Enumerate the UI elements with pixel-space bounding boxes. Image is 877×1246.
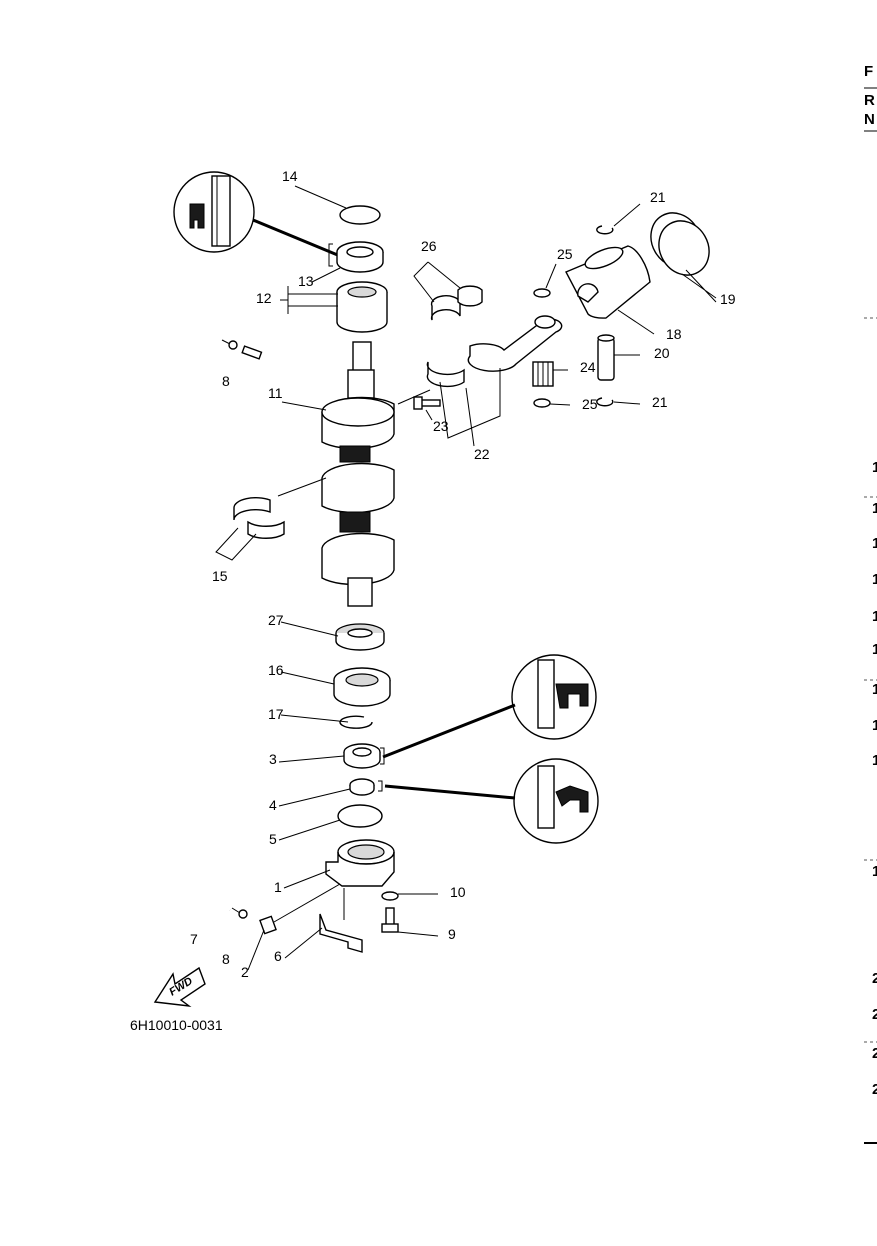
washer-part-10 — [381, 891, 438, 901]
callout-number: 2 — [241, 964, 249, 980]
piston-pin-clip-part-21-top — [596, 203, 641, 235]
edge-text-fragment: 2 — [872, 1006, 877, 1023]
edge-text-fragment: R — [864, 92, 875, 109]
callout-number: 7 — [190, 931, 198, 947]
callout-number: 9 — [448, 926, 456, 942]
callout-number: 14 — [282, 168, 298, 184]
o-ring-part-5 — [278, 804, 383, 841]
callout-number: 20 — [654, 345, 670, 361]
pin-icon — [241, 345, 263, 360]
oil-seal-part-4 — [278, 778, 383, 807]
edge-text-fragment: 1 — [872, 500, 877, 517]
bolt-part-9 — [381, 907, 439, 937]
callout-number: 11 — [268, 385, 283, 401]
page-edge-text: FRN 1 1 1 1 1 1 1 1 1 1 2 2 2 2 — [864, 63, 877, 1098]
washer-part-25-bottom — [533, 398, 571, 408]
diagram-reference-code: 6H10010-0031 — [130, 1017, 223, 1033]
callout-number: 8 — [222, 951, 230, 967]
callout-number: 21 — [652, 394, 668, 410]
edge-text-fragment: 1 — [872, 571, 877, 588]
callout-number: 6 — [274, 948, 282, 964]
piston-rings-part-19 — [650, 212, 717, 303]
fwd-arrow-icon: FWD — [153, 966, 206, 1007]
fitting-part-2 — [247, 883, 341, 971]
oil-seal-part-3 — [278, 743, 385, 769]
callout-number: 15 — [212, 568, 228, 584]
piston-part-18 — [565, 245, 655, 335]
edge-text-fragment: N — [864, 111, 875, 128]
bearing-half-part-26 — [413, 261, 483, 321]
callout-number: 22 — [474, 446, 490, 462]
edge-text-fragment: 2 — [872, 1081, 877, 1098]
edge-text-fragment: 1 — [872, 717, 877, 734]
edge-text-fragment: 1 — [872, 608, 877, 625]
edge-text-fragment: 1 — [872, 752, 877, 769]
bracket-part-6 — [284, 888, 363, 959]
callout-number: 26 — [421, 238, 437, 254]
callout-number: 17 — [268, 706, 284, 722]
callout-number: 1 — [274, 879, 282, 895]
hose-clamp-icon — [228, 340, 248, 919]
connecting-rod-part-22 — [397, 315, 563, 447]
edge-text-fragment: 1 — [872, 863, 877, 880]
edge-text-fragment: 1 — [872, 681, 877, 698]
gear-part-27 — [280, 621, 385, 651]
callout-number: 3 — [269, 751, 277, 767]
housing-part-1 — [283, 839, 395, 889]
callout-number: 25 — [557, 246, 573, 262]
callout-number: 8 — [222, 373, 230, 389]
detail-circle-seal-lower-2 — [384, 758, 599, 844]
edge-text-fragment: 2 — [872, 970, 877, 987]
page-edge-rules — [864, 87, 877, 1144]
callout-number: 18 — [666, 326, 682, 342]
edge-text-fragment: F — [864, 63, 873, 80]
callout-number: 13 — [298, 273, 314, 289]
bearing-half-part-15 — [215, 477, 327, 561]
circlip-part-17 — [280, 714, 373, 729]
callout-number: 27 — [268, 612, 284, 628]
piston-pin-clip-part-21-bottom — [596, 397, 641, 407]
callout-number: 16 — [268, 662, 284, 678]
bolt-part-23 — [413, 396, 441, 421]
callout-number: 25 — [582, 396, 598, 412]
callout-number: 24 — [580, 359, 596, 375]
callout-number: 4 — [269, 797, 277, 813]
washer-part-25-top — [533, 263, 557, 298]
oil-seal-part-13 — [311, 241, 384, 283]
callout-number: 23 — [433, 418, 449, 434]
callout-number: 12 — [256, 290, 272, 306]
needle-bearing-part-24 — [532, 361, 568, 387]
crankshaft-part-11 — [281, 341, 395, 607]
ball-bearing-part-16 — [280, 667, 391, 707]
detail-circle-seal-lower-1 — [382, 654, 597, 759]
hose-part-7 — [179, 325, 241, 914]
callout-number: 21 — [650, 189, 666, 205]
o-ring-part-14 — [294, 185, 381, 225]
edge-text-fragment: 1 — [872, 641, 877, 658]
edge-text-fragment: 2 — [872, 1045, 877, 1062]
callout-number: 19 — [720, 291, 736, 307]
callout-number: 10 — [450, 884, 466, 900]
callout-labels: 1234567889101112131415161718192021212223… — [190, 168, 736, 980]
edge-text-fragment: 1 — [872, 459, 877, 476]
bearing-part-12 — [280, 281, 388, 333]
edge-text-fragment: 1 — [872, 535, 877, 552]
callout-number: 5 — [269, 831, 277, 847]
piston-pin-part-20 — [597, 334, 640, 381]
detail-circle-grease-top — [173, 171, 341, 258]
